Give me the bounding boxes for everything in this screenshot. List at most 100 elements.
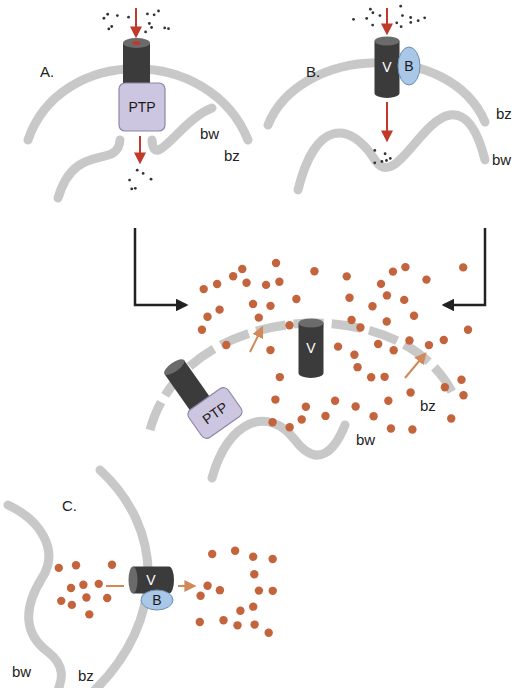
molecule-dot <box>262 281 270 289</box>
molecule-dot <box>68 601 76 609</box>
molecule-dot <box>249 553 257 561</box>
molecule-dot <box>440 336 448 344</box>
molecule-dot <box>250 620 258 628</box>
molecule-dot <box>236 606 244 614</box>
node-label: V <box>146 573 155 587</box>
molecule-dot <box>292 295 300 303</box>
molecule-dot <box>130 188 133 191</box>
molecule-dot <box>136 169 139 172</box>
membrane-label: bw <box>200 126 219 141</box>
molecule-dot <box>272 259 280 267</box>
molecule-dot <box>107 28 110 31</box>
molecule-dot <box>269 587 277 595</box>
molecule-dot <box>268 555 276 563</box>
molecule-dot <box>310 267 318 275</box>
molecule-dot <box>423 16 426 19</box>
molecule-dot <box>384 397 392 405</box>
molecule-dot <box>142 172 145 175</box>
molecule-dot <box>298 415 306 423</box>
molecule-dot <box>380 373 388 381</box>
molecule-dot <box>409 21 412 24</box>
molecule-dot <box>153 13 156 16</box>
molecule-dot <box>208 550 216 558</box>
molecule-dot <box>233 621 241 629</box>
molecule-dot <box>144 30 147 33</box>
molecule-dot <box>381 160 384 163</box>
channel-v: V <box>298 318 324 378</box>
molecule-dot <box>219 616 227 624</box>
molecule-dot <box>373 149 376 152</box>
molecule-dot <box>343 272 351 280</box>
flow-arrow <box>444 228 485 305</box>
molecule-dot <box>368 302 376 310</box>
molecule-dot <box>148 22 151 25</box>
membrane-label: bw <box>492 152 511 167</box>
molecule-dot <box>457 375 465 383</box>
molecule-dot <box>331 397 339 405</box>
molecule-dot <box>85 610 93 618</box>
molecule-dot <box>108 561 116 569</box>
molecule-dot <box>371 11 374 14</box>
molecule-dot <box>389 346 397 354</box>
molecule-dot <box>82 593 90 601</box>
membrane-bw <box>58 140 120 198</box>
node-label: B <box>152 593 161 607</box>
molecule-dot <box>215 305 223 313</box>
molecule-dot <box>163 27 166 30</box>
molecule-dot <box>400 296 408 304</box>
molecule-dot <box>383 317 391 325</box>
molecule-dot <box>95 580 103 588</box>
molecule-dot <box>116 14 119 17</box>
molecule-dot <box>268 418 276 426</box>
flux-arrow <box>386 8 388 33</box>
molecule-dot <box>464 326 472 334</box>
molecule-dot <box>134 187 137 190</box>
molecule-dot <box>334 342 342 350</box>
molecule-dot <box>399 5 402 8</box>
release-arrow <box>405 354 425 378</box>
molecule-dot <box>352 18 355 21</box>
molecule-dot <box>203 582 211 590</box>
molecule-dot <box>369 412 377 420</box>
molecule-dot <box>255 586 263 594</box>
molecule-dot <box>389 157 392 160</box>
molecule-dot <box>350 351 358 359</box>
molecule-dot <box>106 13 109 16</box>
molecule-dot <box>222 341 230 349</box>
molecule-dot <box>353 363 361 371</box>
release-arrow <box>106 585 124 587</box>
molecule-dot <box>103 594 111 602</box>
membrane-bw <box>8 505 61 688</box>
molecule-dot <box>266 302 274 310</box>
subunit-b: B <box>397 46 421 86</box>
molecule-dots <box>55 5 473 637</box>
molecule-dot <box>255 313 263 321</box>
molecule-dot <box>422 275 430 283</box>
molecule-dot <box>67 584 75 592</box>
membrane-label: bw <box>356 432 375 447</box>
molecule-dot <box>266 346 274 354</box>
molecule-dot <box>395 21 398 24</box>
molecule-dot <box>351 402 359 410</box>
node-label: V <box>382 60 391 74</box>
molecule-dot <box>285 321 293 329</box>
membrane-bw <box>212 421 345 478</box>
molecule-dot <box>196 592 204 600</box>
flux-arrow <box>386 102 388 140</box>
molecule-dot <box>249 602 257 610</box>
molecule-dot <box>264 629 272 637</box>
release-arrow <box>250 328 262 352</box>
molecule-dot <box>321 412 329 420</box>
node-label: B <box>404 59 413 73</box>
flow-arrow <box>135 228 186 305</box>
molecule-dot <box>345 294 353 302</box>
molecule-dot <box>406 388 414 396</box>
molecule-dot <box>229 272 237 280</box>
molecule-dot <box>198 326 206 334</box>
release-arrow <box>178 585 194 587</box>
molecule-dot <box>410 312 418 320</box>
molecule-dot <box>127 16 130 19</box>
node-label: PTP <box>128 100 155 114</box>
molecule-dot <box>103 17 106 20</box>
molecule-dot <box>405 336 413 344</box>
